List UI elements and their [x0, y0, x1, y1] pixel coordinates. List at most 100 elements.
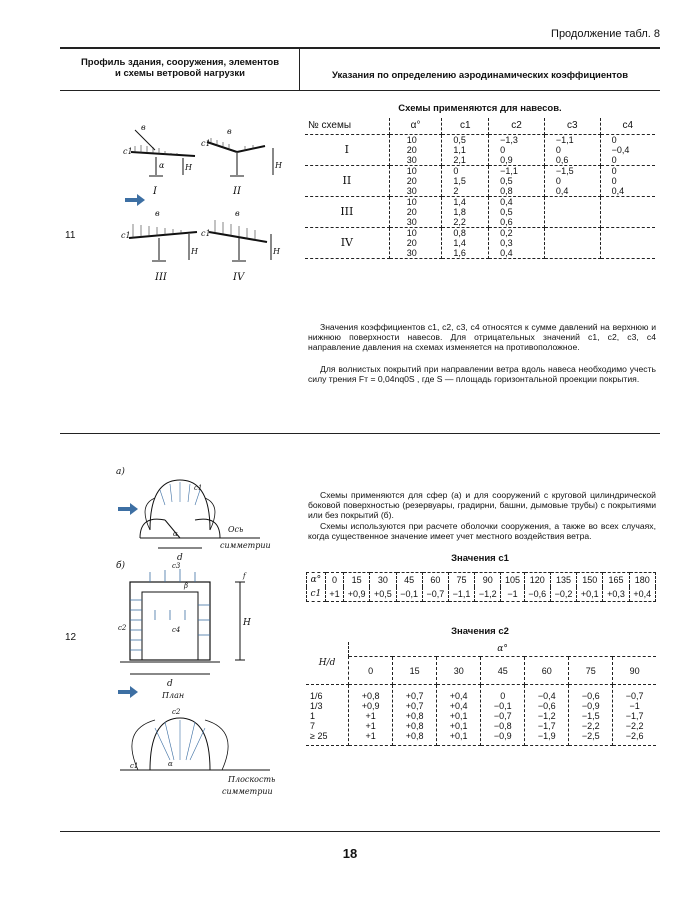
c1-alpha-cell: 75 [447, 572, 476, 587]
t11-value: 0 [453, 166, 459, 176]
c2-value: −2,2 [581, 721, 600, 731]
c1-value-cell: +0,5 [369, 587, 397, 602]
fig12-a-c1: c1 [194, 484, 202, 492]
fig11-scheme-3: III [154, 272, 168, 283]
c2-alpha-cell: 75 [568, 656, 614, 685]
fig11-b-1: в [141, 123, 146, 132]
c2-value: −1,9 [537, 731, 556, 741]
sphere-cylinder-schemes-figure: а) c1 α d Ось симметрии б) c3 β c2 c4 H … [116, 466, 275, 796]
t11-value [604, 217, 652, 227]
c2-row-head: H/d [306, 642, 350, 685]
c1-alpha-cell: 0 [324, 572, 345, 587]
c1-value-cell: +0,9 [343, 587, 371, 602]
c2-alpha-head: α° [348, 642, 656, 657]
t11-value [604, 197, 652, 207]
c1-value-cell: −0,6 [523, 587, 551, 602]
c2-caption: Значения c2 [451, 626, 509, 637]
c2-value: +1 [365, 711, 376, 721]
t11-value: 30 [406, 186, 417, 196]
c1-row-head: c1 [306, 587, 326, 602]
c1-value-cell: −0,7 [421, 587, 449, 602]
t11-value [548, 197, 597, 207]
c2-value-col: −0,4−0,6−1,2−1,7−1,9 [524, 684, 570, 746]
fig12-axis: Ось [228, 525, 243, 534]
t11-value [604, 248, 652, 258]
fig12-b-beta: β [183, 582, 188, 590]
t11-value: 10 [406, 166, 417, 176]
row11-note-2: Для волнистых покрытий при направлении в… [308, 364, 656, 385]
t11-value: 0,5 [500, 176, 513, 186]
c2-value: −2,5 [581, 731, 600, 741]
c2-value-col: +0,7+0,7+0,8+0,8+0,8 [392, 684, 438, 746]
c2-value: +0,8 [405, 731, 424, 741]
t11-value [548, 217, 597, 227]
c1-alpha-head: α° [306, 572, 326, 587]
t11-value: 10 [406, 135, 417, 145]
c2-hd-value: 1 [310, 711, 316, 721]
c2-value: −2,6 [625, 731, 644, 741]
t11-value: 0 [555, 145, 561, 155]
t11-value: 30 [406, 155, 417, 165]
c2-value: −0,6 [581, 691, 600, 701]
fig11-scheme-1: I [152, 186, 158, 197]
t11-value: −0,4 [611, 145, 630, 155]
t11-value: 30 [406, 248, 417, 258]
t11-value: −1,1 [500, 166, 518, 176]
c2-value-col: 0−0,1−0,7−0,8−0,9 [480, 684, 526, 746]
t11-header: c4 [600, 118, 655, 135]
t11-value: 0,4 [500, 197, 513, 207]
c1-alpha-cell: 120 [523, 572, 551, 587]
fig11-scheme-4: IV [232, 272, 246, 283]
top-rule [60, 47, 660, 49]
t11-header: c3 [544, 118, 601, 135]
t11-value: 20 [406, 207, 417, 217]
t11-value [548, 238, 597, 248]
c2-value: −1,2 [537, 711, 556, 721]
fig11-c1-1: c1 [123, 147, 133, 156]
t11-value: 20 [406, 145, 417, 155]
t11-cell [544, 227, 601, 259]
c2-value: −0,6 [537, 701, 556, 711]
c1-caption: Значения c1 [451, 553, 509, 564]
c2-value: +0,8 [405, 721, 424, 731]
t11-value: 0,2 [500, 228, 513, 238]
c2-hd-value: 1/6 [310, 691, 323, 701]
fig12-plan-c2: c2 [172, 708, 181, 716]
c2-hd-value: 7 [310, 721, 316, 731]
c2-value: −0,7 [625, 691, 644, 701]
fig11-c1-3: c1 [121, 231, 131, 240]
fig12-label-b: б) [116, 560, 125, 571]
t11-value: 10 [406, 197, 417, 207]
c2-value-col: −0,6−0,9−1,5−2,2−2,5 [568, 684, 614, 746]
t11-value [548, 228, 597, 238]
canopy-schemes-figure: c1 в α H I c1 в H II c1 в H III c1 в H I… [121, 123, 283, 283]
t11-value: 0 [611, 166, 617, 176]
c1-alpha-cell: 45 [395, 572, 423, 587]
c2-value: −1,5 [581, 711, 600, 721]
c1-value-cell: −0,2 [549, 587, 578, 602]
fig12-plan-c1: c1 [130, 762, 138, 770]
t11-value: 20 [406, 176, 417, 186]
page-number: 18 [342, 846, 358, 861]
c2-value-col: +0,4+0,4+0,1+0,1+0,1 [436, 684, 482, 746]
column-divider [299, 49, 300, 91]
c2-value: −0,8 [493, 721, 512, 731]
fig12-plan: План [161, 691, 184, 700]
t11-value: 0 [500, 145, 506, 155]
c2-hd-value: 1/3 [310, 701, 323, 711]
c2-value: −1 [629, 701, 640, 711]
